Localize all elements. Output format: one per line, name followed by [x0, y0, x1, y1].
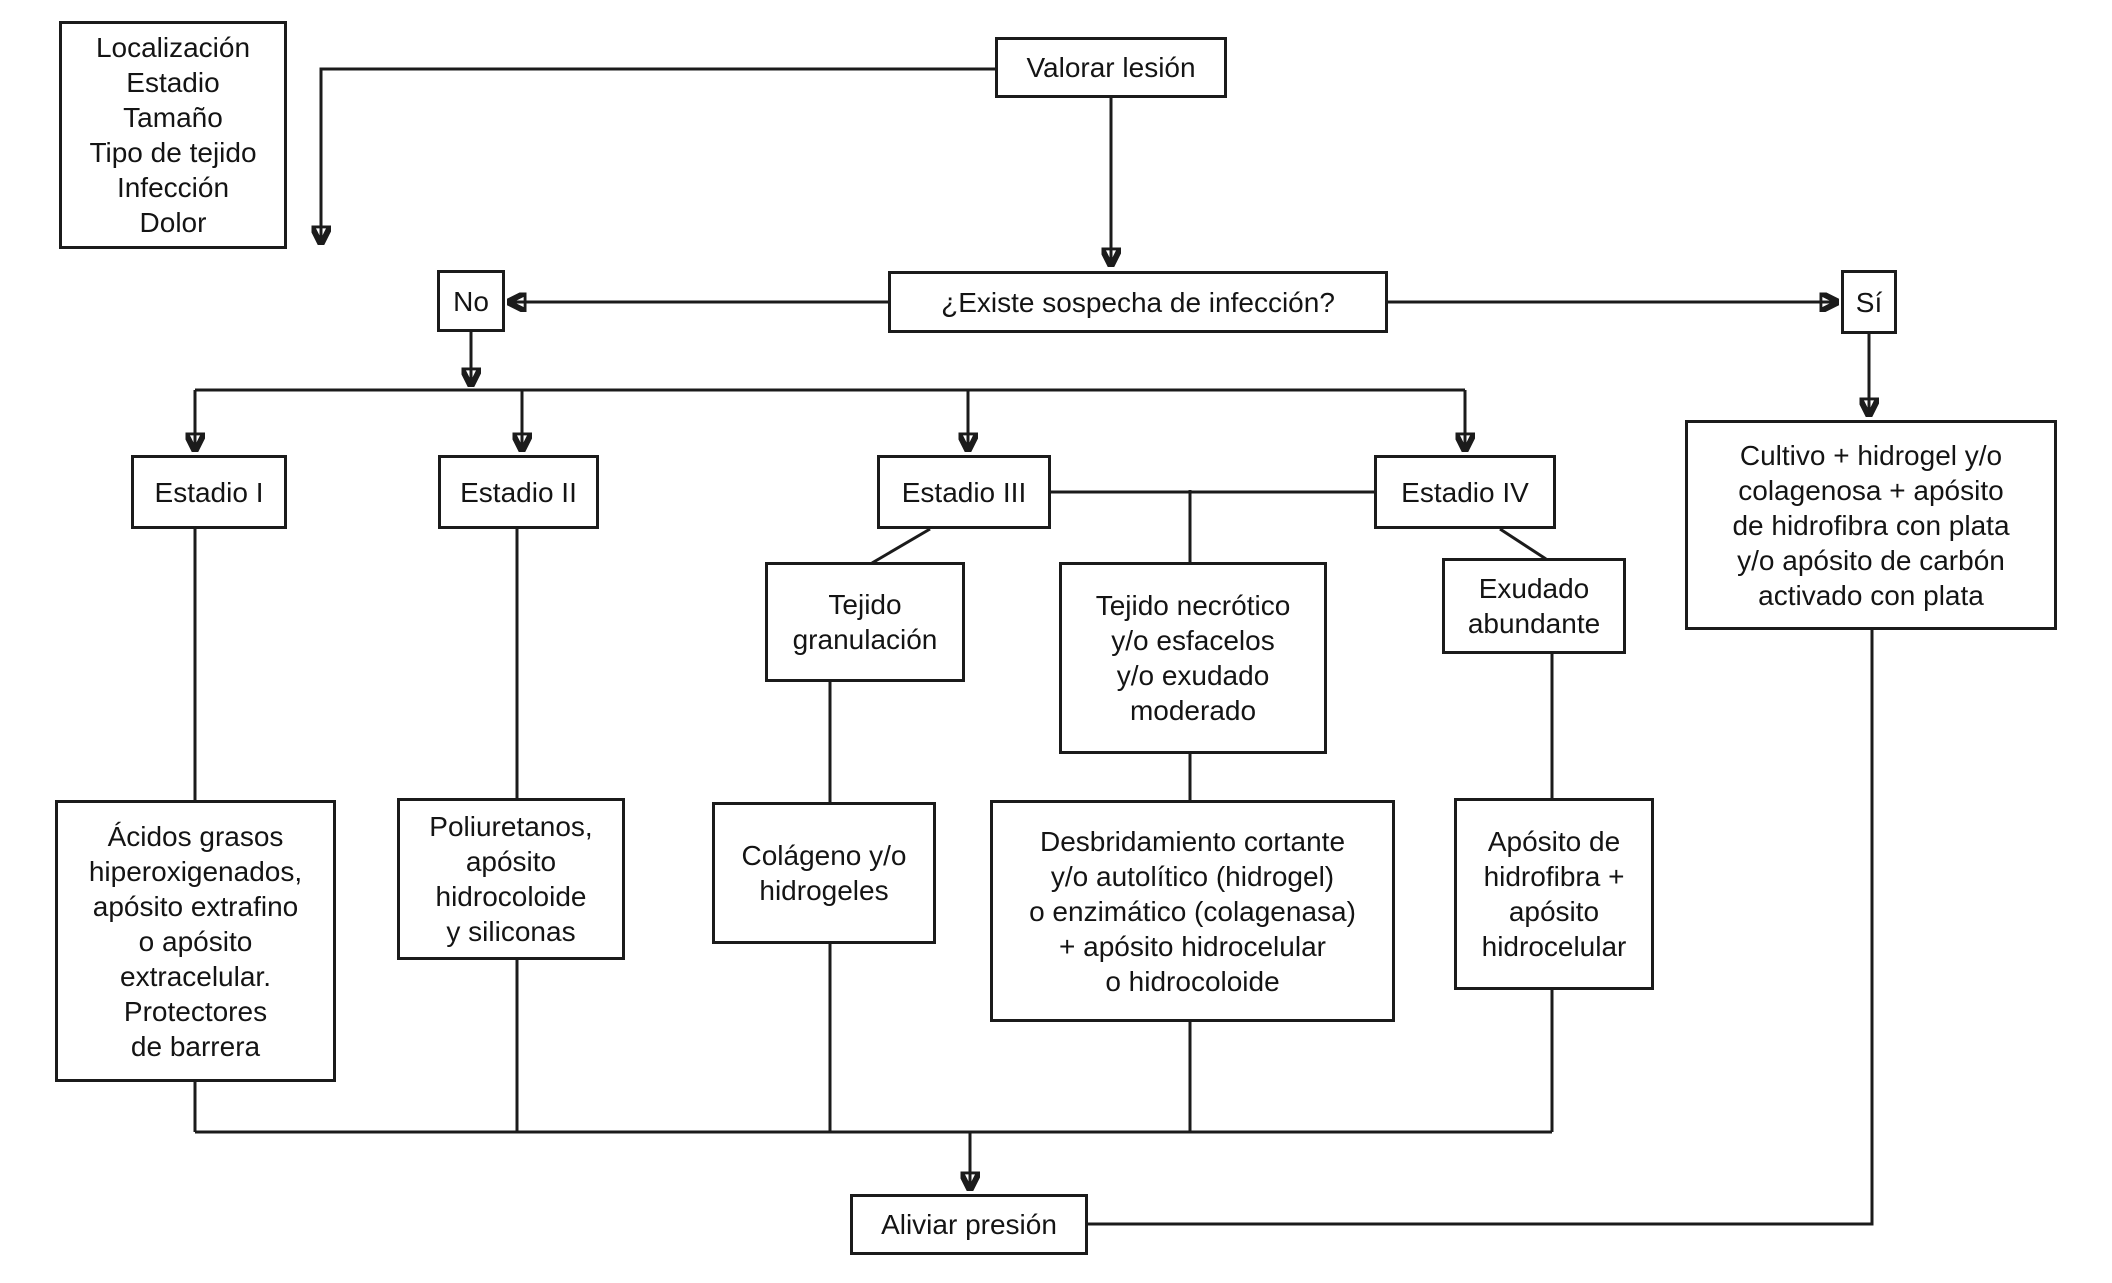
- node-infection-treatment: Cultivo + hidrogel y/o colagenosa + após…: [1685, 420, 2057, 630]
- node-abundant-exudate: Exudado abundante: [1442, 558, 1626, 654]
- node-necrotic-treatment: Desbridamiento cortante y/o autolítico (…: [990, 800, 1395, 1022]
- node-answer-yes: Sí: [1841, 270, 1897, 334]
- node-answer-no: No: [437, 270, 505, 332]
- node-necrotic-tissue: Tejido necrótico y/o esfacelos y/o exuda…: [1059, 562, 1327, 754]
- node-stage-i: Estadio I: [131, 455, 287, 529]
- node-stage-iv: Estadio IV: [1374, 455, 1556, 529]
- node-assess-lesion: Valorar lesión: [995, 37, 1227, 98]
- node-stage-ii-treatment: Poliuretanos, apósito hidrocoloide y sil…: [397, 798, 625, 960]
- line-stage-iv-to-exudate: [1499, 527, 1547, 561]
- line-stage-iii-to-granulation: [871, 527, 931, 565]
- node-stage-iii: Estadio III: [877, 455, 1051, 529]
- node-granulation-treatment: Colágeno y/o hidrogeles: [712, 802, 936, 944]
- node-assessment-factors: Localización Estadio Tamaño Tipo de teji…: [59, 21, 287, 249]
- node-infection-question: ¿Existe sospecha de infección?: [888, 271, 1388, 333]
- node-relieve-pressure: Aliviar presión: [850, 1194, 1088, 1255]
- edge-assess-lesion-to-factors: [321, 67, 1111, 242]
- node-stage-ii: Estadio II: [438, 455, 599, 529]
- line-relieve-to-infection-treatment: [1088, 628, 1874, 1226]
- node-exudate-treatment: Apósito de hidrofibra + apósito hidrocel…: [1454, 798, 1654, 990]
- node-stage-i-treatment: Ácidos grasos hiperoxigenados, apósito e…: [55, 800, 336, 1082]
- node-granulation-tissue: Tejido granulación: [765, 562, 965, 682]
